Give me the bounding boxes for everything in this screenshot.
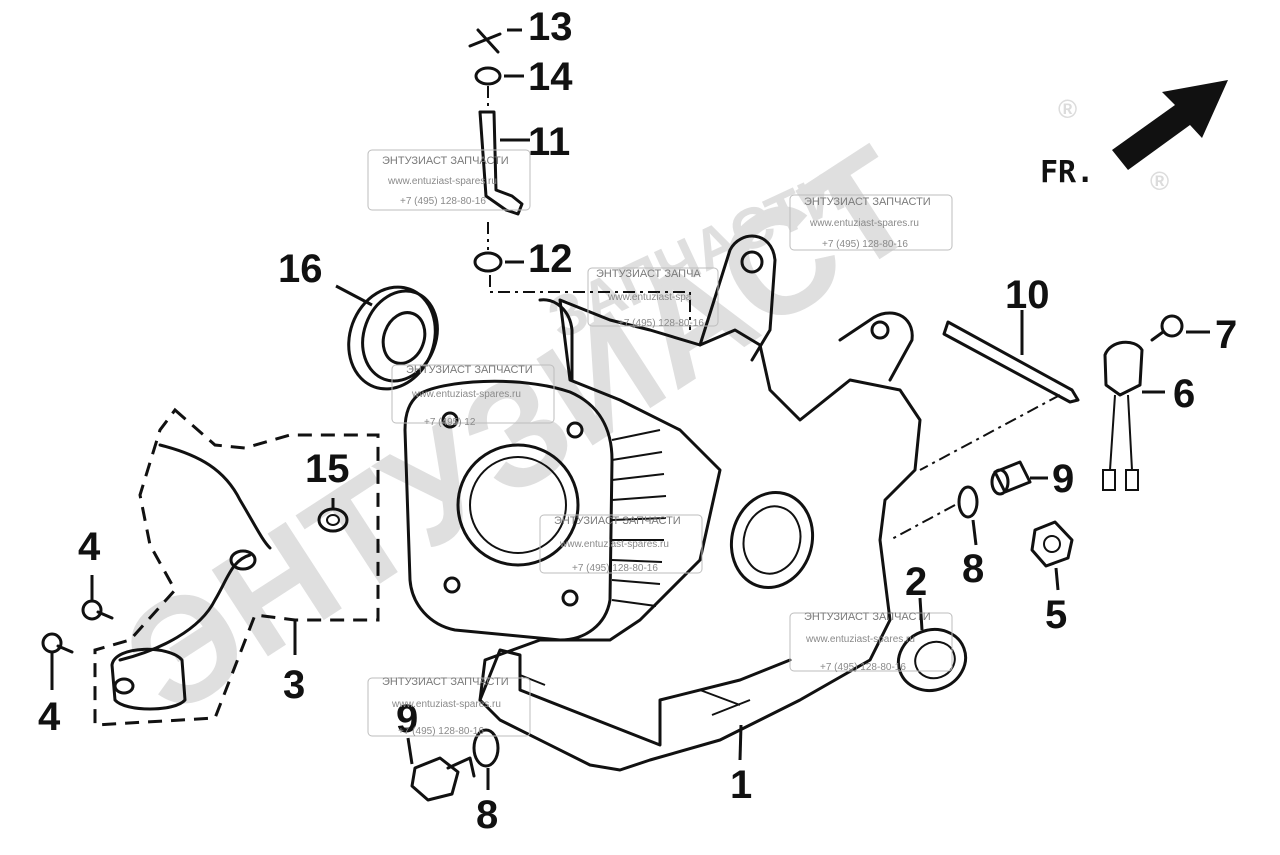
stamp-phone: +7 (495) 128-80-16: [572, 563, 658, 574]
callout-5: 5: [1045, 593, 1067, 637]
callout-2: 2: [905, 560, 927, 604]
part-4-bolts: [41, 599, 114, 654]
registered-mark: ®: [1058, 94, 1077, 124]
dealer-stamp: ЭНТУЗИАСТ ЗАПЧАСТИ www.entuziast-spares.…: [789, 194, 953, 251]
callout-3: 3: [283, 663, 305, 707]
callout-4-upper: 4: [78, 525, 101, 569]
part-3-oil-switch-group: [93, 407, 380, 727]
brand-watermark: ЭНТУЗИАСТ ЗАПЧАСТИ ® ®: [96, 94, 1169, 747]
part-4-bolt-upper-icon: [81, 599, 103, 621]
part-2-oil-seal: [896, 628, 968, 692]
stamp-title: ЭНТУЗИАСТ ЗАПЧАСТИ: [804, 196, 931, 208]
front-arrow-icon: [1112, 80, 1228, 170]
stamp-url: www.entuziast-spares.ru: [809, 218, 919, 229]
assembly-line: [487, 86, 691, 330]
callout-9-right: 9: [1052, 457, 1074, 501]
part-6-sensor: [1102, 340, 1144, 491]
part-8-washer-right: [957, 485, 979, 519]
front-direction-indicator: FR.: [1040, 80, 1228, 190]
callout-15: 15: [305, 447, 350, 491]
callout-13: 13: [528, 5, 573, 49]
stamp-title: ЭНТУЗИАСТ ЗАПЧАСТИ: [406, 364, 533, 376]
dealer-stamp: ЭНТУЗИАСТ ЗАПЧА www.entuziast-spa +7 (49…: [587, 267, 719, 329]
stamp-phone: +7 (495) 128-80-16: [398, 726, 484, 737]
governor-arm-assembly: [468, 28, 691, 330]
part-9-drain-plug-right: [990, 460, 1032, 496]
stamp-title: ЭНТУЗИАСТ ЗАПЧАСТИ: [382, 155, 509, 167]
part-10-rod: [919, 320, 1080, 471]
stamp-title: ЭНТУЗИАСТ ЗАПЧА: [596, 268, 701, 280]
callout-8-right: 8: [962, 547, 984, 591]
dealer-stamp: ЭНТУЗИАСТ ЗАПЧАСТИ www.entuziast-spares.…: [789, 611, 953, 673]
dealer-stamp: ЭНТУЗИАСТ ЗАПЧАСТИ www.entuziast-spares.…: [367, 676, 531, 737]
callouts: 13 14 11 12 16 15 10 7 6 9 8 5 2 1 4 4 3…: [38, 5, 1237, 837]
stamp-url: www.entuziast-spares.ru: [387, 176, 497, 187]
part-14-washer-icon: [474, 66, 502, 86]
stamp-phone: +7 (495) 128-80-16: [400, 196, 486, 207]
part-15-collar: [317, 507, 349, 533]
stamp-url: www.entuziast-spares.ru: [559, 539, 669, 550]
part-12-washer-icon: [473, 251, 503, 273]
dealer-stamp: ЭНТУЗИАСТ ЗАПЧАСТИ www.entuziast-spares.…: [367, 149, 531, 211]
callout-7: 7: [1215, 313, 1237, 357]
stamp-phone: +7 (495) 128-80-16: [822, 239, 908, 250]
callout-14: 14: [528, 55, 573, 99]
part-8-assembly-line: [889, 504, 956, 541]
callout-16: 16: [278, 247, 323, 291]
part-13-pin-icon: [468, 28, 502, 54]
callout-12: 12: [528, 237, 573, 281]
callout-4-lower: 4: [38, 695, 61, 739]
part-9-drain-plug-bottom: [410, 756, 476, 802]
stamp-phone: +7 (495) 12: [424, 417, 476, 428]
stamp-url: www.entuziast-spares.ru: [805, 634, 915, 645]
callout-8-bottom: 8: [476, 793, 498, 837]
leader-lines: [50, 28, 1210, 790]
stamp-url: www.entuziast-spares.ru: [411, 389, 521, 400]
callout-11: 11: [528, 120, 570, 164]
part-16-bearing: [347, 285, 439, 391]
stamp-title: ЭНТУЗИАСТ ЗАПЧАСТИ: [804, 611, 931, 623]
callout-10: 10: [1005, 273, 1050, 317]
stamp-phone: +7 (495) 128-80-16: [820, 662, 906, 673]
registered-mark-2: ®: [1150, 166, 1169, 196]
stamp-title: ЭНТУЗИАСТ ЗАПЧАСТИ: [554, 515, 681, 527]
dealer-stamp: ЭНТУЗИАСТ ЗАПЧАСТИ www.entuziast-spares.…: [391, 364, 555, 428]
callout-9-bottom: 9: [396, 697, 418, 741]
stamp-phone: +7 (495) 128-80-16: [618, 318, 704, 329]
stamp-url: www.entuziast-spares.ru: [391, 699, 501, 710]
dealer-stamp: ЭНТУЗИАСТ ЗАПЧАСТИ www.entuziast-spares.…: [539, 514, 703, 574]
front-label: FR.: [1040, 155, 1094, 190]
part-5-nut: [1030, 520, 1074, 568]
part-4-bolt-lower-icon: [41, 632, 63, 654]
callout-6: 6: [1173, 372, 1195, 416]
part-8-washer-bottom: [472, 728, 500, 768]
stamp-title: ЭНТУЗИАСТ ЗАПЧАСТИ: [382, 676, 509, 688]
part-7-screw: [1150, 314, 1184, 342]
part-1-crankcase: [403, 234, 922, 772]
callout-1: 1: [730, 763, 752, 807]
part-11-shaft-icon: [478, 110, 524, 216]
stamp-url: www.entuziast-spa: [607, 292, 692, 303]
